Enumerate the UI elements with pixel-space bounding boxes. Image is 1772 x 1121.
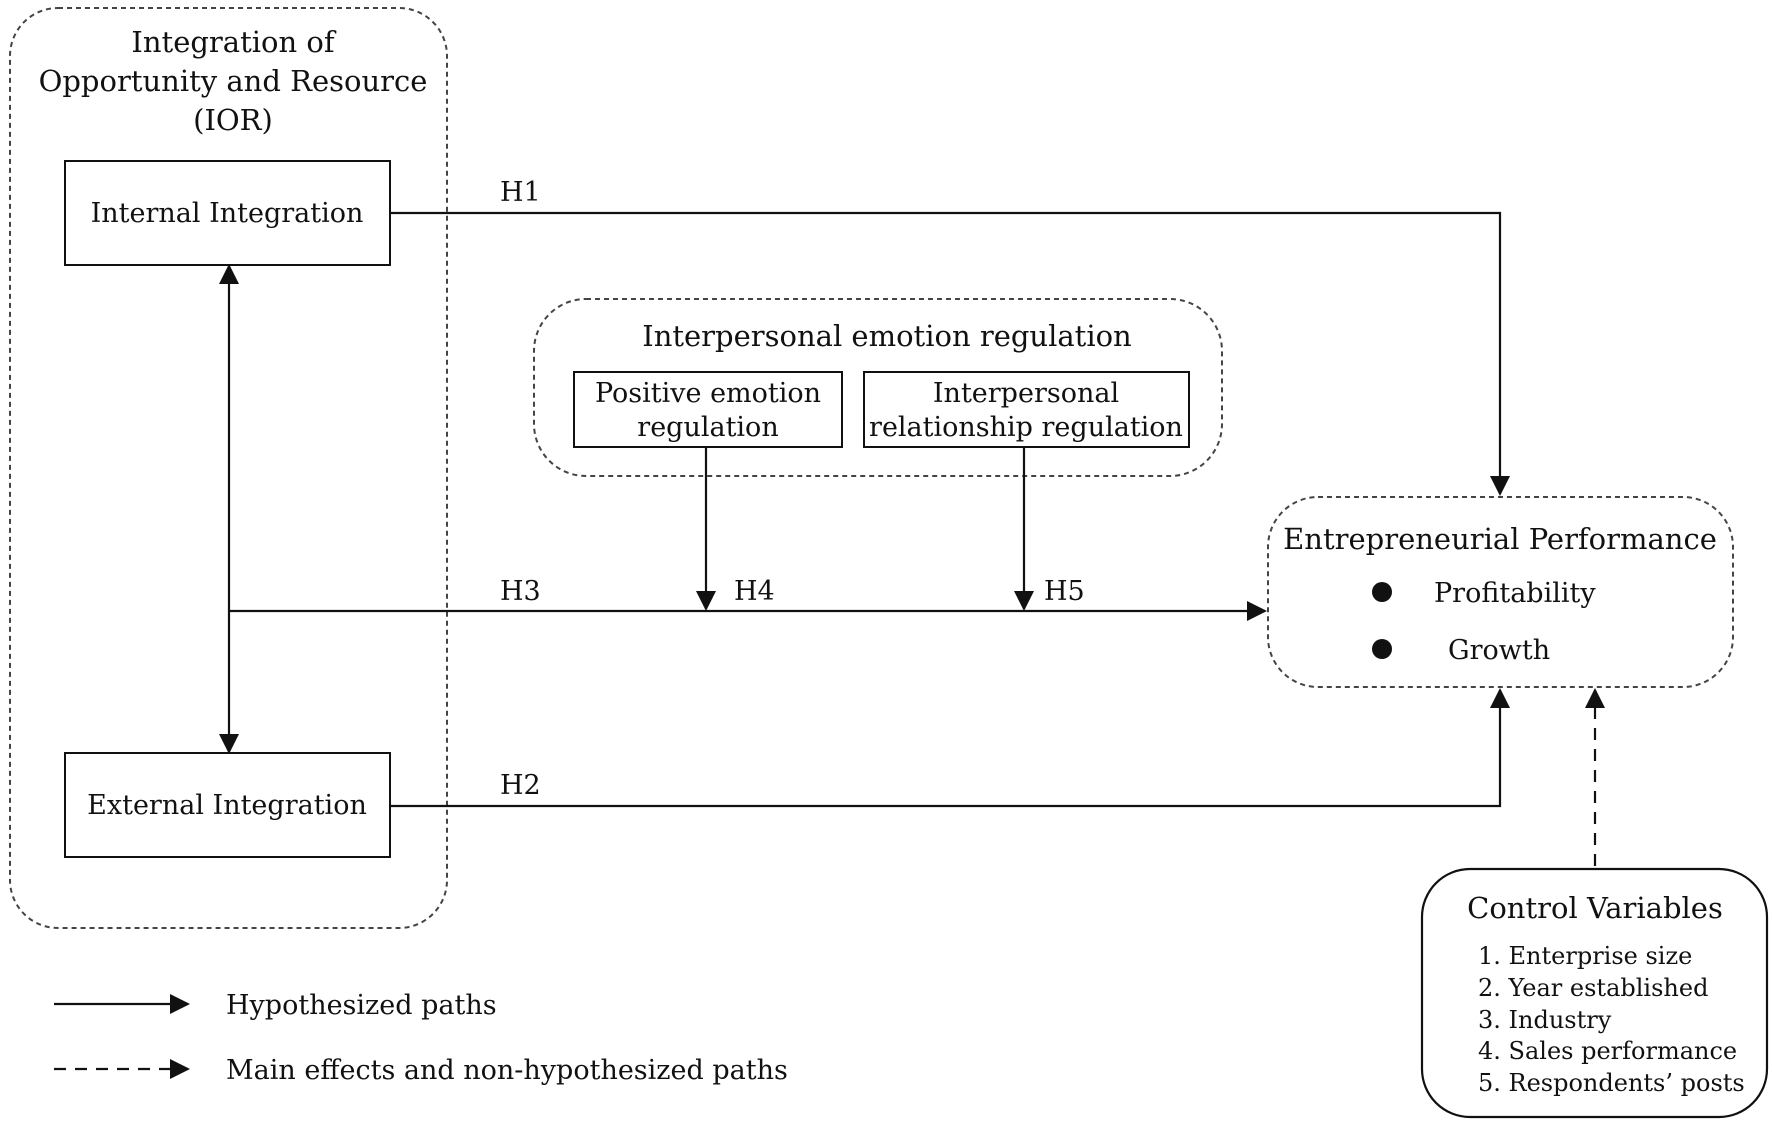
control-variable-item: 4. Sales performance bbox=[1478, 1037, 1737, 1065]
relationship-regulation-label-line1: Interpersonal bbox=[933, 378, 1119, 409]
h2-label: H2 bbox=[500, 770, 541, 801]
ier-group bbox=[533, 298, 1223, 477]
h3-label: H3 bbox=[500, 576, 541, 607]
performance-title: Entrepreneurial Performance bbox=[1283, 522, 1717, 556]
h5-label: H5 bbox=[1044, 576, 1085, 607]
ier-title: Interpersonal emotion regulation bbox=[642, 319, 1132, 353]
bullet-icon bbox=[1372, 639, 1392, 659]
internal-integration-label: Internal Integration bbox=[91, 198, 364, 229]
h2-path-arrow bbox=[391, 688, 1510, 808]
interpersonal-relationship-regulation-box bbox=[863, 371, 1190, 448]
control-variable-item: 5. Respondents’ posts bbox=[1478, 1069, 1745, 1097]
positive-emotion-label-line1: Positive emotion bbox=[595, 378, 821, 409]
ior-title-line2: Opportunity and Resource bbox=[39, 64, 428, 98]
ior-group bbox=[9, 7, 448, 929]
bullet-icon bbox=[1372, 582, 1392, 602]
h1-path-arrow bbox=[391, 211, 1510, 496]
legend-dashed-label: Main effects and non-hypothesized paths bbox=[226, 1055, 788, 1086]
external-integration-label: External Integration bbox=[87, 790, 367, 821]
h4-label: H4 bbox=[734, 576, 775, 607]
ior-title-line3: (IOR) bbox=[193, 103, 273, 137]
control-variable-item: 2. Year established bbox=[1478, 974, 1708, 1002]
control-variable-item: 1. Enterprise size bbox=[1478, 942, 1692, 970]
control-variables-title: Control Variables bbox=[1467, 891, 1723, 925]
ior-title-line1: Integration of bbox=[131, 25, 336, 59]
positive-emotion-regulation-box bbox=[573, 371, 843, 448]
h1-label: H1 bbox=[500, 177, 541, 208]
performance-item-profitability: Profitability bbox=[1434, 578, 1596, 609]
control-variable-item: 3. Industry bbox=[1478, 1006, 1612, 1034]
performance-item-growth: Growth bbox=[1448, 635, 1550, 666]
positive-emotion-label-line2: regulation bbox=[637, 412, 778, 443]
performance-group bbox=[1267, 496, 1734, 688]
control-variables-box bbox=[1420, 867, 1769, 1119]
legend-solid-label: Hypothesized paths bbox=[226, 990, 497, 1021]
external-integration-box bbox=[64, 752, 391, 858]
relationship-regulation-label-line2: relationship regulation bbox=[869, 412, 1183, 443]
